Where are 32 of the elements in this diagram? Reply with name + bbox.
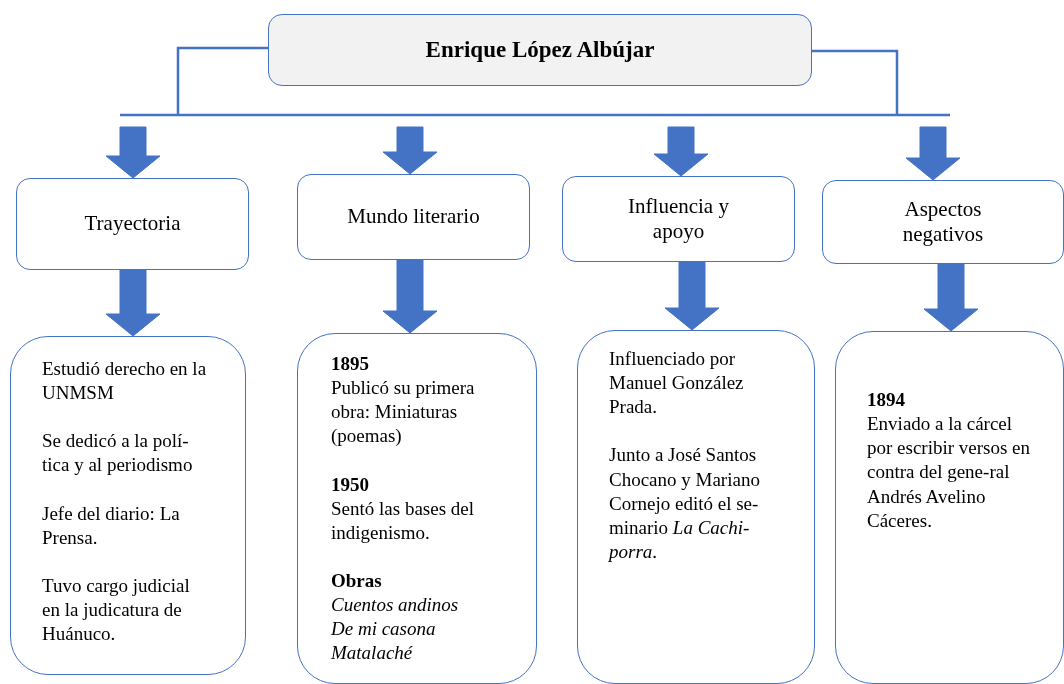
content-text: Obras Cuentos andinos De mi casona Matalaché [331,568,460,666]
content-text: Junto a José Santos Chocano y Mariano Cornejo editó el se-minario La Cachi-porra. [609,443,761,564]
topic-text: Influencia y apoyo [627,193,730,245]
content-text: Jefe del diario: La Prensa. [42,501,181,550]
topic-box [822,180,1064,264]
block-arrow [923,263,979,332]
block-arrow [664,261,720,331]
content-text: Estudió derecho en la UNMSM [42,357,208,406]
block-arrow [905,126,961,181]
content-text: 1895 Publicó su primera obra: Miniaturas (poemas) [331,352,476,449]
content-box [10,336,246,675]
content-text: 1950 Sentó las bases del indigenismo. [331,472,475,545]
title-text: Enrique López Albújar [425,37,655,63]
topic-box [562,176,795,262]
topic-text: Mundo literario [347,204,480,230]
topic-box [297,174,530,260]
block-arrow [382,126,438,175]
topic-box [16,178,249,270]
block-arrow [105,269,161,337]
content-box [835,331,1064,684]
content-text: Se dedicó a la polí-tica y al periodismo [42,429,194,478]
content-text: Influenciado por Manuel González Prada. [609,347,745,420]
content-box [297,333,537,684]
title-box [268,14,812,86]
block-arrow [382,259,438,334]
block-arrow [105,126,161,179]
topic-text: Aspectos negativos [901,196,985,248]
content-text: Tuvo cargo judicial en la judicatura de Huánuco. [42,573,191,646]
topic-text: Trayectoria [84,211,181,237]
content-box [577,330,815,684]
block-arrow [653,126,709,177]
content-text: 1894 Enviado a la cárcel por escribir versos en contra del gene-ral Andrés Avelino Cáceres. [867,388,1032,533]
